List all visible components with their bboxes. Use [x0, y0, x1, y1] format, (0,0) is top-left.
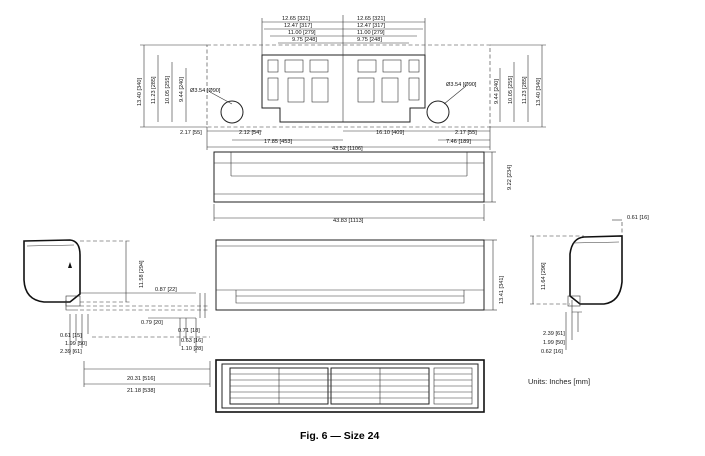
top-dimension-lines	[140, 15, 546, 150]
dim-hole-left: Ø3.54 [Ø90]	[190, 88, 221, 94]
left-side-dash-lines	[80, 240, 210, 311]
unit-top-body	[213, 151, 485, 203]
unit-bottom-body	[215, 359, 485, 413]
right-side-dash-lines	[530, 222, 623, 305]
dim-11-23-left: 11.23 [285]	[151, 76, 157, 104]
dim-13-40-left: 13.40 [340]	[137, 78, 143, 106]
dim-0-87: 0.87 [22]	[155, 287, 177, 293]
dim-0-62: 0.62 [16]	[541, 349, 563, 355]
dim-21-18: 21.18 [538]	[127, 388, 155, 394]
dim-9-22: 9.22 [234]	[507, 165, 513, 190]
top-view-dims	[213, 151, 496, 221]
dim-9-44-right: 9.44 [240]	[494, 79, 500, 104]
figure-caption: Fig. 6 — Size 24	[300, 430, 380, 442]
dim-11-00-right: 11.00 [279]	[357, 30, 385, 36]
dim-2-17-left: 2.17 [55]	[180, 130, 202, 136]
dim-0-61-left: 0.61 [15]	[60, 333, 82, 339]
dim-hole-right: Ø3.54 [Ø90]	[446, 82, 477, 88]
dim-12-65-left: 12.65 [321]	[282, 16, 310, 22]
dim-11-64: 11.64 [296]	[541, 262, 547, 290]
unit-bottom-view	[215, 359, 485, 413]
dim-11-00-left: 11.00 [279]	[288, 30, 316, 36]
dim-12-65-right: 12.65 [321]	[357, 16, 385, 22]
left-side-dim-lines	[69, 241, 211, 387]
dim-0-79: 0.79 [20]	[141, 320, 163, 326]
front-view-dims	[484, 239, 497, 311]
dim-1-99-right: 1.99 [50]	[543, 340, 565, 346]
dim-20-31: 20.31 [516]	[127, 376, 155, 382]
pipe-hole-right	[426, 100, 450, 124]
dim-1-99-left: 1.99 [50]	[65, 341, 87, 347]
right-side-dim-lines	[532, 219, 622, 350]
units-note: Units: Inches [mm]	[528, 377, 590, 386]
left-side-view: 11.58 [294] 0.87 [22] 0.79 [20] 0.71 [18…	[23, 239, 211, 394]
dim-43-83: 43.83 [1113]	[333, 218, 364, 224]
unit-top-view: 9.22 [234] 43.83 [1113]	[213, 151, 513, 224]
dim-0-71: 0.71 [18]	[178, 328, 200, 334]
dim-12-47-right: 12.47 [317]	[357, 23, 385, 29]
dim-1-10: 1.10 [28]	[181, 346, 203, 352]
dim-2-39-right: 2.39 [61]	[543, 331, 565, 337]
dim-16-10: 16.10 [409]	[376, 130, 404, 136]
warning-icon	[68, 262, 72, 268]
dim-10-05-left: 10.05 [255]	[165, 76, 171, 104]
dim-11-58: 11.58 [294]	[139, 260, 145, 288]
dim-9-75-left: 9.75 [248]	[292, 37, 317, 43]
dim-2-17-right: 2.17 [55]	[455, 130, 477, 136]
right-side-body	[569, 235, 623, 305]
dim-43-52: 43.52 [1106]	[332, 146, 363, 152]
dim-10-05-right: 10.05 [255]	[508, 76, 514, 104]
dim-0-63: 0.63 [16]	[181, 338, 203, 344]
unit-front-body	[215, 239, 485, 311]
dim-0-61-right: 0.61 [16]	[627, 215, 649, 221]
mounting-plate-view: 12.65 [321] 12.65 [321] 12.47 [317] 12.4…	[137, 15, 546, 152]
left-side-body	[23, 239, 81, 303]
dim-2-12: 2.12 [54]	[239, 130, 261, 136]
hole-leader-lines	[209, 85, 467, 105]
dim-11-23-right: 11.23 [285]	[522, 76, 528, 104]
unit-front-view: 13.41 [341]	[215, 239, 505, 311]
pipe-hole-left	[220, 100, 244, 124]
dim-17-85: 17.85 [453]	[264, 139, 292, 145]
dim-7-46: 7.46 [189]	[446, 139, 471, 145]
dim-13-41: 13.41 [341]	[499, 276, 505, 304]
dim-9-75-right: 9.75 [248]	[357, 37, 382, 43]
dim-13-40-right: 13.40 [340]	[536, 78, 542, 106]
plate-slots	[267, 59, 420, 103]
dim-2-39-left: 2.39 [61]	[60, 349, 82, 355]
grille-bars	[230, 367, 473, 405]
dim-9-44-left: 9.44 [240]	[179, 77, 185, 102]
dim-12-47-left: 12.47 [317]	[284, 23, 312, 29]
unit-outline-dashed	[206, 44, 491, 128]
mounting-plate	[261, 54, 426, 123]
right-side-view: 11.64 [296] 0.61 [16] 2.39 [61] 1.99 [50…	[530, 215, 649, 355]
